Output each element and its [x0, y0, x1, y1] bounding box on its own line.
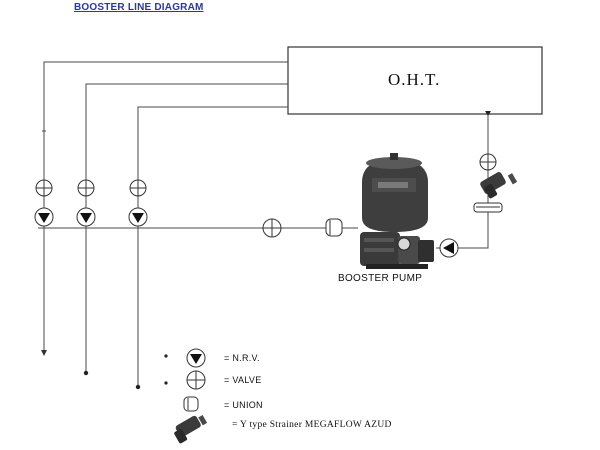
legend-y-strainer-icon: [174, 415, 208, 444]
legend-valve-icon: [186, 370, 206, 390]
booster-pump: [360, 232, 434, 269]
pump-label: BOOSTER PUMP: [338, 273, 423, 284]
nrv-icon: [34, 207, 54, 227]
legend-union-icon: [183, 396, 199, 412]
valve-icon: [35, 179, 53, 197]
distribution-line-2: [85, 83, 288, 372]
valve-icon: [262, 218, 282, 238]
valve-icon: [129, 179, 147, 197]
pressure-tank: [362, 153, 428, 232]
distribution-line-1: [43, 61, 288, 352]
distribution-line-3: [137, 106, 288, 386]
valve-icon: [479, 153, 497, 171]
union-icon: [325, 218, 343, 237]
overhead-tank: [287, 46, 543, 115]
diagram-title: BOOSTER LINE DIAGRAM: [74, 2, 204, 13]
legend-bullet: [164, 381, 168, 385]
legend-union-label: = UNION: [224, 400, 263, 410]
nrv-icon: [439, 238, 459, 258]
flow-arrow-1: [41, 350, 47, 356]
legend: [164, 348, 208, 444]
y-strainer-icon: [480, 172, 518, 199]
legend-nrv-label: = N.R.V.: [224, 353, 260, 363]
valve-icon: [77, 179, 95, 197]
nrv-icon: [128, 207, 148, 227]
tank-outlet-arrow: [485, 111, 491, 116]
legend-nrv-icon: [186, 348, 206, 368]
union-icon: [473, 202, 503, 213]
line-end-2: [83, 370, 89, 376]
nrv-icon: [76, 207, 96, 227]
suction-line: [436, 114, 489, 249]
legend-strainer-label: = Y type Strainer MEGAFLOW AZUD: [232, 420, 392, 430]
legend-valve-label: = VALVE: [224, 375, 262, 385]
legend-bullet: [164, 354, 168, 358]
tank-label: O.H.T.: [388, 70, 441, 89]
line-end-3: [135, 384, 141, 390]
